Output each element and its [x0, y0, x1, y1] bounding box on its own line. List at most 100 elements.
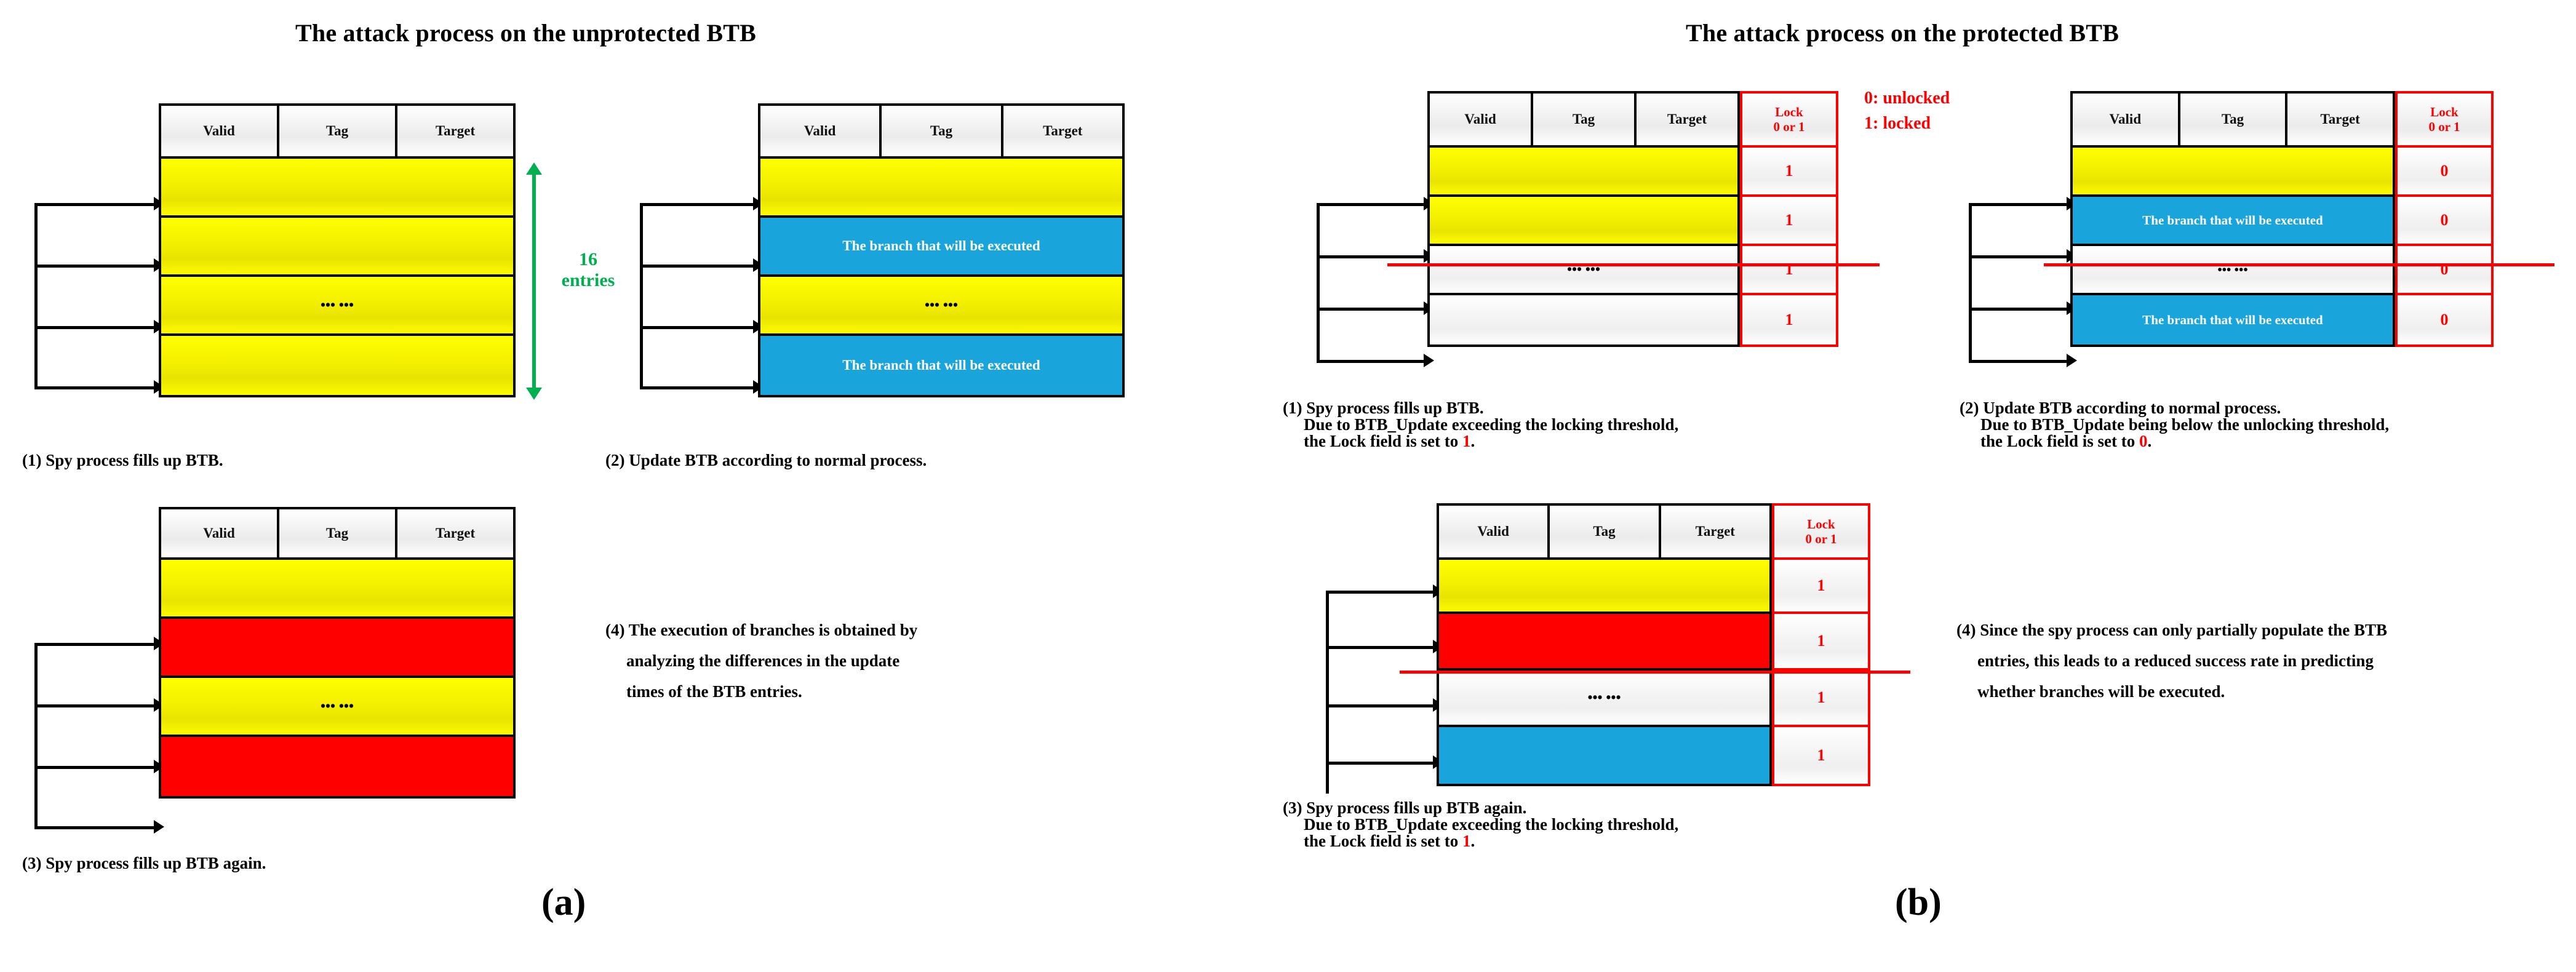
btb-body-a3: ••• •••: [159, 560, 516, 799]
lock-value: 0: [2398, 295, 2491, 345]
caption-line: (1) Spy process fills up BTB.: [1283, 399, 1484, 417]
btb-table-b1: Valid Tag Target ••• •••: [1427, 91, 1740, 347]
caption-line: (1) Spy process fills up BTB.: [22, 451, 223, 469]
column-header-tag: Tag: [2180, 94, 2288, 145]
caption-line: (2) Update BTB according to normal proce…: [1960, 399, 2281, 417]
lock-body-b1: 1 1 1 1: [1740, 148, 1838, 347]
lock-value: 1: [1774, 614, 1868, 671]
caption-line-lock: the Lock field is set to 1.: [1304, 432, 1475, 450]
bus-hline-b1-r2: [1317, 255, 1427, 258]
caption-line: Due to BTB_Update being below the unlock…: [1980, 415, 2390, 434]
lock-header-line2: 0 or 1: [2428, 119, 2460, 134]
conclusion-line: (4) The execution of branches is obtaine…: [605, 621, 918, 639]
lock-value: 1: [1742, 246, 1836, 295]
table-row: ••• •••: [1430, 246, 1737, 295]
btb-header-row-b1: Valid Tag Target: [1427, 91, 1740, 148]
column-header-target: Target: [1003, 106, 1122, 156]
bus-hline-a2-r3: [640, 326, 757, 329]
btb-header-row-b2: Valid Tag Target: [2070, 91, 2395, 148]
bus-vline-a1: [34, 203, 38, 389]
column-header-target: Target: [397, 509, 513, 557]
btb-table-a2: Valid Tag Target The branch that will be…: [758, 103, 1125, 397]
table-row: [1439, 727, 1769, 784]
caption-line-lock: the Lock field is set to 1.: [1304, 832, 1475, 850]
conclusion-line: analyzing the differences in the update: [626, 651, 900, 670]
bus-hline-b1-r1: [1317, 203, 1427, 206]
threshold-rule-b2: [2044, 263, 2554, 266]
table-row: The branch that will be executed: [2073, 295, 2393, 345]
lock-header-line2: 0 or 1: [1773, 119, 1805, 134]
btb-table-a1: Valid Tag Target ••• •••: [159, 103, 516, 397]
column-header-valid: Valid: [2073, 94, 2180, 145]
bus-hline-a1-r3: [34, 326, 158, 329]
column-header-valid: Valid: [1430, 94, 1533, 145]
caption-line: (2) Update BTB according to normal proce…: [605, 451, 927, 469]
lock-legend: 0: unlocked 1: locked: [1864, 86, 1950, 136]
column-header-target: Target: [2287, 94, 2393, 145]
caption-a1: (1) Spy process fills up BTB.: [22, 452, 223, 469]
bus-vline-b1: [1317, 203, 1320, 363]
btb-body-b2: The branch that will be executed ••• •••…: [2070, 148, 2395, 347]
btb-table-b3: Valid Tag Target ••• •••: [1437, 503, 1772, 786]
btb-header-row-a2: Valid Tag Target: [758, 103, 1125, 159]
btb-body-a2: The branch that will be executed ••• •••…: [758, 159, 1125, 397]
lock-value: 0: [2398, 197, 2491, 246]
bus-hline-b2-r2: [1969, 255, 2070, 258]
lock-value: 1: [1774, 671, 1868, 727]
bus-hline-a1-r2: [34, 265, 158, 268]
lock-header-line1: Lock: [2430, 104, 2458, 119]
caption-b1: (1) Spy process fills up BTB. Due to BTB…: [1283, 400, 1678, 450]
column-header-target: Target: [1637, 94, 1737, 145]
bus-hline-b1-r4: [1317, 360, 1427, 363]
lock-value: 1: [1742, 295, 1836, 345]
table-row: [1430, 197, 1737, 246]
entries-unit: entries: [561, 269, 615, 290]
lock-body-b2: 0 0 0 0: [2395, 148, 2494, 347]
lock-column-b2: Lock 0 or 1 0 0 0 0: [2395, 91, 2494, 347]
conclusion-line: entries, this leads to a reduced success…: [1977, 651, 2374, 670]
lock-body-b3: 1 1 1 1: [1772, 560, 1870, 786]
column-header-target: Target: [1661, 506, 1769, 557]
table-row: The branch that will be executed: [760, 218, 1122, 277]
bus-vline-b2: [1969, 203, 1972, 363]
bus-hline-b3-r3: [1326, 704, 1437, 707]
conclusion-a: (4) The execution of branches is obtaine…: [605, 615, 917, 707]
caption-b2: (2) Update BTB according to normal proce…: [1960, 400, 2389, 450]
lock-column-header: Lock 0 or 1: [2395, 91, 2494, 148]
bus-hline-a1-r4: [34, 386, 158, 389]
legend-item-locked: 1: locked: [1864, 113, 1931, 133]
bus-hline-b1-r3: [1317, 308, 1427, 311]
column-header-tag: Tag: [882, 106, 1003, 156]
caption-line-lock: the Lock field is set to 0.: [1980, 432, 2152, 450]
lock-column-header: Lock 0 or 1: [1740, 91, 1838, 148]
table-row: [161, 218, 513, 277]
column-header-valid: Valid: [161, 106, 279, 156]
bus-hline-b2-r1: [1969, 203, 2070, 206]
lock-value: 0: [2398, 246, 2491, 295]
table-row: [161, 159, 513, 218]
table-row: The branch that will be executed: [760, 336, 1122, 395]
lock-value: 1: [1742, 148, 1836, 197]
table-row: The branch that will be executed: [2073, 197, 2393, 246]
table-row: [161, 737, 513, 796]
lock-value-inline: 1: [1462, 432, 1471, 450]
bus-hline-a3-r1: [34, 643, 158, 646]
panel-b-letter: (b): [1895, 882, 1942, 923]
bus-hline-a1-r1: [34, 203, 158, 206]
bus-hline-b2-r4: [1969, 360, 2070, 363]
table-row: [760, 159, 1122, 218]
table-row: ••• •••: [2073, 246, 2393, 295]
lock-column-b3: Lock 0 or 1 1 1 1 1: [1772, 503, 1870, 786]
table-row: [2073, 148, 2393, 197]
column-header-valid: Valid: [161, 509, 279, 557]
table-row: ••• •••: [161, 277, 513, 336]
lock-header-line1: Lock: [1807, 516, 1835, 532]
caption-a2: (2) Update BTB according to normal proce…: [605, 452, 927, 469]
lock-value: 1: [1742, 197, 1836, 246]
table-row: [1439, 614, 1769, 671]
conclusion-line: (4) Since the spy process can only parti…: [1956, 621, 2388, 639]
bus-hline-a3-r3: [34, 766, 158, 769]
bus-vline-a2: [640, 203, 643, 389]
table-row: [1430, 148, 1737, 197]
entries-count: 16: [579, 249, 597, 269]
